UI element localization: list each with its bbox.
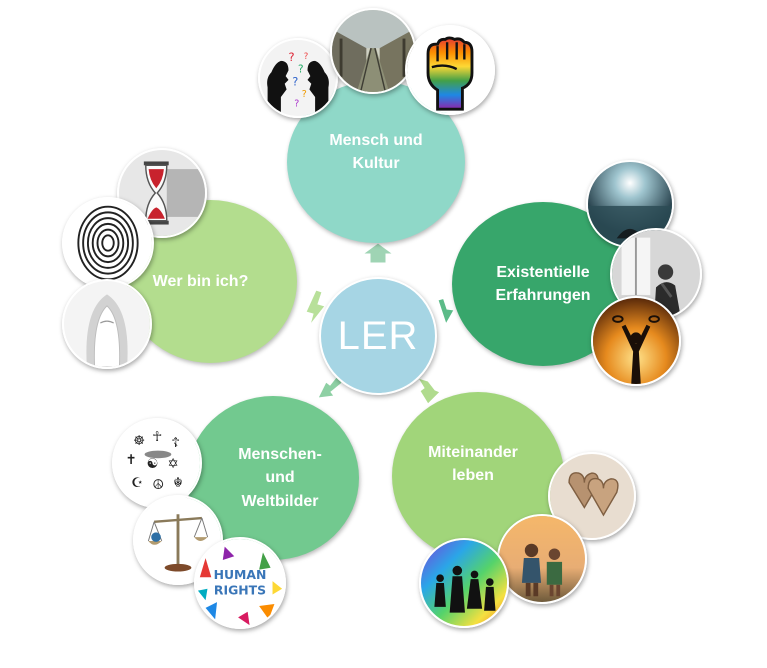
topic-label-weltbilder: Menschen- und Weltbilder [238, 446, 322, 510]
svg-text:☪: ☪ [131, 476, 143, 491]
colorful-dancers-icon [419, 538, 509, 628]
center-ler: LER [319, 277, 437, 395]
svg-text:RIGHTS: RIGHTS [214, 582, 266, 597]
silhouettes-question-marks-icon: ? ? ? ? ? ? [258, 38, 338, 118]
svg-text:☸: ☸ [133, 434, 145, 449]
religious-symbols-icon: ☸ ☥ ☦ ✝ ☯ ✡ ☪ ☮ ☬ [112, 418, 202, 508]
arrow-to-weltbilder [317, 374, 343, 399]
svg-text:?: ? [298, 63, 304, 75]
svg-text:?: ? [294, 99, 299, 110]
svg-text:✝: ✝ [125, 453, 136, 468]
broken-chains-sunset-icon [591, 296, 681, 386]
topic-label-existentielle: Existentielle Erfahrungen [495, 263, 591, 304]
topic-label-kultur: Mensch und Kultur [329, 131, 423, 172]
railway-track-icon [330, 8, 416, 94]
svg-text:?: ? [302, 89, 307, 100]
svg-text:?: ? [292, 75, 298, 89]
svg-text:☦: ☦ [171, 436, 180, 451]
topic-label-miteinander: Miteinander leben [428, 443, 518, 484]
wooden-hearts-icon [548, 452, 636, 540]
human-rights-hands-icon: HUMAN RIGHTS [194, 537, 286, 629]
veiled-face-icon [62, 279, 152, 369]
svg-text:☯: ☯ [146, 457, 158, 472]
arrow-to-kultur [361, 242, 395, 264]
svg-text:☬: ☬ [173, 476, 183, 491]
fingerprint-icon [62, 197, 154, 289]
svg-text:?: ? [289, 50, 295, 64]
svg-text:?: ? [304, 52, 309, 62]
svg-text:HUMAN: HUMAN [214, 567, 267, 582]
rainbow-fist-icon [405, 25, 495, 115]
arrow-to-existentielle [436, 291, 455, 326]
topic-label-wer: Wer bin ich? [152, 272, 249, 290]
arrow-to-wer-bin-ich [305, 289, 326, 326]
svg-text:☮: ☮ [152, 478, 164, 493]
arrow-to-miteinander [416, 377, 441, 405]
svg-text:☥: ☥ [152, 430, 162, 445]
center-label: LER [337, 314, 419, 358]
svg-text:✡: ✡ [168, 457, 179, 472]
children-sunset-icon [497, 514, 587, 604]
